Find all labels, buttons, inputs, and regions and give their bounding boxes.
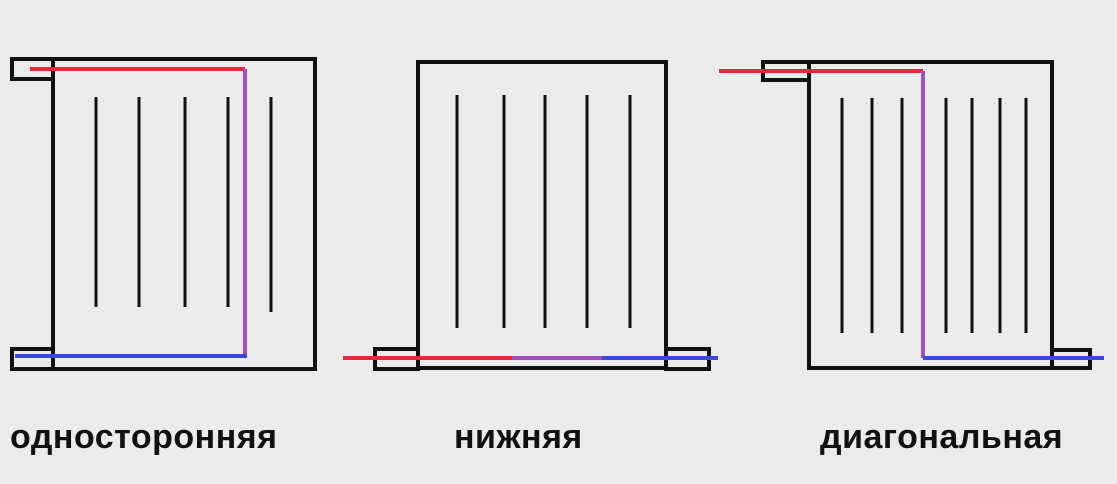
caption-one-sided: односторонняя xyxy=(10,418,278,456)
caption-diagonal: диагональная xyxy=(820,418,1064,456)
radiator-one-sided xyxy=(10,57,317,371)
caption-bottom: нижняя xyxy=(454,418,583,456)
radiator-diagonal xyxy=(719,60,1104,370)
radiator-fins xyxy=(840,98,1028,333)
radiator-body xyxy=(807,60,1054,370)
radiator-bottom xyxy=(343,60,718,371)
bottom-pipe-stub xyxy=(10,347,55,371)
radiator-body xyxy=(416,60,668,370)
radiator-fins xyxy=(94,97,273,312)
radiator-body xyxy=(51,57,317,371)
radiator-fins xyxy=(455,95,632,328)
